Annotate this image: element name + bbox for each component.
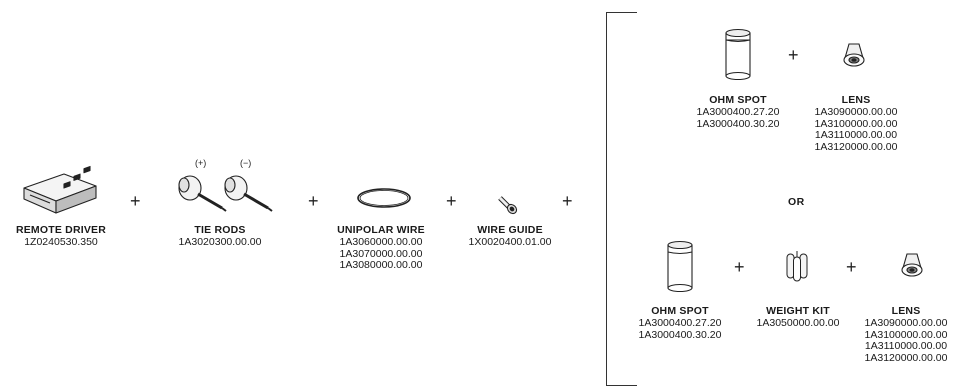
ohm-spot-icon <box>725 28 751 81</box>
option-a-ohm-spot: OHM SPOT 1A3000400.27.20 1A3000400.30.20 <box>676 94 800 130</box>
plus-sign: + <box>734 257 745 277</box>
ohm-spot-code: 1A3000400.30.20 <box>638 328 722 341</box>
ohm-spot-code: 1A3000400.30.20 <box>696 117 780 130</box>
ohm-spot-icon <box>667 240 693 293</box>
options-bracket <box>606 12 637 386</box>
unipolar-wire-code: 1A3080000.00.00 <box>339 259 423 271</box>
tie-rod-negative-mark: (−) <box>240 158 252 168</box>
remote-driver-icon <box>23 165 97 214</box>
unipolar-wire-code: 1A3060000.00.00 <box>339 236 423 248</box>
lens-code: 1A3110000.00.00 <box>814 129 898 141</box>
lens-code: 1A3100000.00.00 <box>814 117 898 130</box>
tie-rods: TIE RODS 1A3020300.00.00 <box>160 224 280 249</box>
lens-code: 1A3100000.00.00 <box>864 328 948 341</box>
plus-sign: + <box>562 191 573 211</box>
lens-label: LENS <box>841 94 871 106</box>
lens-code: 1A3090000.00.00 <box>864 317 948 329</box>
unipolar-wire-icon <box>357 188 411 208</box>
option-b-lens: LENS 1A3090000.00.00 1A3100000.00.00 1A3… <box>852 305 960 364</box>
tie-rods-icon <box>178 175 273 212</box>
ohm-spot-label: OHM SPOT <box>651 305 709 317</box>
wire-guide-icon <box>498 196 518 215</box>
lens-code: 1A3120000.00.00 <box>814 140 898 153</box>
plus-sign: + <box>788 45 799 65</box>
lens-code: 1A3090000.00.00 <box>814 106 898 118</box>
weight-kit-icon <box>786 251 808 282</box>
plus-sign: + <box>446 191 457 211</box>
plus-sign: + <box>846 257 857 277</box>
lens-label: LENS <box>891 305 921 317</box>
tie-rods-label: TIE RODS <box>194 224 246 236</box>
remote-driver: REMOTE DRIVER 1Z0240530.350 <box>2 224 120 249</box>
remote-driver-label: REMOTE DRIVER <box>15 224 107 236</box>
unipolar-wire-label: UNIPOLAR WIRE <box>337 224 425 236</box>
unipolar-wire-code: 1A3070000.00.00 <box>339 247 423 260</box>
plus-sign: + <box>308 191 319 211</box>
lens-code: 1A3120000.00.00 <box>864 351 948 364</box>
ohm-spot-code: 1A3000400.27.20 <box>638 317 722 329</box>
remote-driver-code: 1Z0240530.350 <box>24 236 98 248</box>
tie-rods-code: 1A3020300.00.00 <box>178 236 262 248</box>
lens-code: 1A3110000.00.00 <box>864 340 948 352</box>
wire-guide-label: WIRE GUIDE <box>477 224 543 236</box>
option-a-lens: LENS 1A3090000.00.00 1A3100000.00.00 1A3… <box>794 94 918 153</box>
ohm-spot-label: OHM SPOT <box>709 94 767 106</box>
wire-guide: WIRE GUIDE 1X0020400.01.00 <box>450 224 570 249</box>
lens-icon <box>901 253 923 277</box>
plus-sign: + <box>130 191 141 211</box>
tie-rod-positive-mark: (+) <box>195 158 207 168</box>
lens-icon <box>843 43 865 67</box>
or-separator: OR <box>788 196 805 208</box>
option-b-weight-kit: WEIGHT KIT 1A3050000.00.00 <box>736 305 860 330</box>
weight-kit-label: WEIGHT KIT <box>766 305 830 317</box>
weight-kit-code: 1A3050000.00.00 <box>756 317 840 329</box>
wire-guide-code: 1X0020400.01.00 <box>468 236 552 248</box>
ohm-spot-code: 1A3000400.27.20 <box>696 106 780 118</box>
option-b-ohm-spot: OHM SPOT 1A3000400.27.20 1A3000400.30.20 <box>618 305 742 341</box>
unipolar-wire: UNIPOLAR WIRE 1A3060000.00.00 1A3070000.… <box>320 224 442 272</box>
